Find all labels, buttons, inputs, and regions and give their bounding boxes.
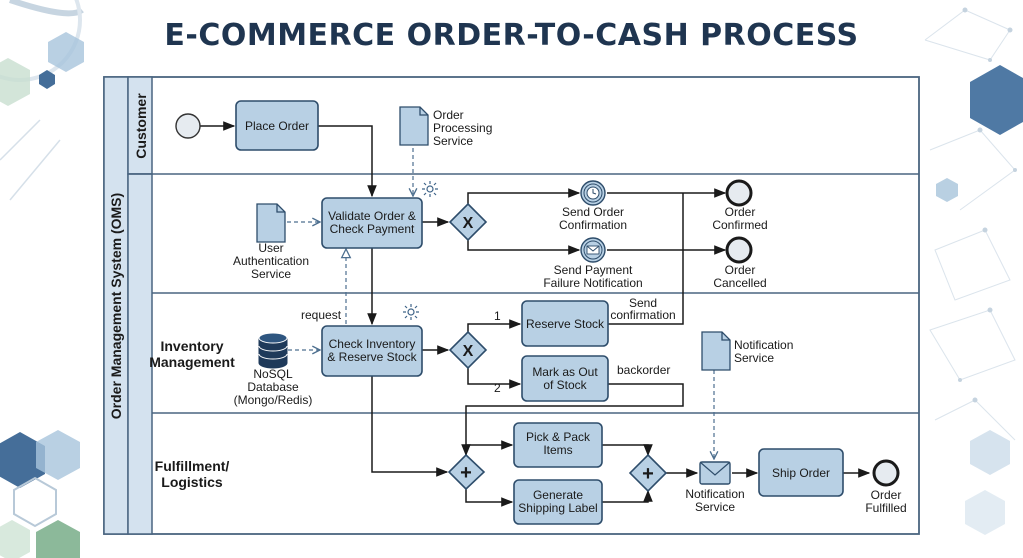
flow-reserve-to-confirmed — [608, 193, 684, 325]
exclusive-gateway-stock[interactable]: X — [448, 330, 488, 370]
gateways: X X + + — [447, 202, 668, 493]
exclusive-gateway-payment[interactable]: X — [448, 202, 488, 242]
flow-gateway-to-failure — [467, 240, 581, 255]
lane-label-fulfillment: Fulfillment/Logistics — [155, 458, 230, 490]
envelope-icon — [586, 245, 600, 255]
document-icon-user-auth — [256, 203, 286, 243]
flow-place-order-to-validate — [318, 125, 377, 198]
end-event-order-cancelled[interactable] — [725, 236, 753, 264]
database-icon — [258, 332, 288, 369]
gear-icon — [422, 181, 438, 197]
svg-text:Reserve Stock: Reserve Stock — [526, 317, 605, 331]
envelope-icon — [699, 461, 731, 485]
parallel-gateway-fork[interactable]: + — [447, 453, 486, 491]
message-event-notification[interactable] — [699, 461, 731, 485]
hexagon-decoration-top-left — [0, 0, 84, 201]
svg-text:X: X — [463, 343, 474, 360]
start-event[interactable] — [175, 113, 201, 139]
flow-pick-pack-to-join — [602, 444, 653, 457]
page-title: E-COMMERCE ORDER-TO-CASH PROCESS — [164, 18, 859, 53]
flow-gateway-to-out-of-stock — [467, 368, 522, 389]
lane-label-customer: Customer — [133, 93, 149, 159]
flow-gateway-to-confirmation — [467, 188, 581, 204]
flow-fork-to-label — [465, 489, 514, 507]
end-event-order-fulfilled[interactable] — [872, 459, 900, 487]
document-icon-notification — [701, 331, 731, 371]
task-reserve-stock[interactable]: Reserve Stock — [521, 300, 609, 347]
message-event-send-failure[interactable] — [580, 237, 606, 263]
gear-icon — [403, 304, 419, 320]
hexagon-decoration-bottom-left — [0, 430, 80, 558]
flow-label-branch-1: 1 — [494, 309, 501, 323]
associations — [287, 148, 714, 459]
task-check-inventory[interactable]: Check Inventory& Reserve Stock — [321, 325, 423, 377]
flow-label-branch-2: 2 — [494, 381, 501, 395]
svg-text:Place Order: Place Order — [245, 119, 309, 133]
timer-event-send-confirmation[interactable] — [580, 180, 606, 206]
document-icon-order-processing — [399, 106, 429, 146]
flow-fork-to-pick-pack — [465, 440, 514, 455]
pool: Order Management System (OMS) Customer I… — [103, 76, 920, 535]
hexagon-decoration-right — [924, 7, 1023, 535]
flow-label-backorder: backorder — [617, 363, 670, 377]
lane-header-customer — [127, 76, 153, 175]
sequence-flows — [200, 121, 871, 507]
end-event-order-confirmed[interactable] — [725, 179, 753, 207]
flow-gateway-to-reserve — [467, 319, 522, 332]
pool-label: Order Management System (OMS) — [108, 193, 124, 419]
task-validate-order[interactable]: Validate Order &Check Payment — [321, 197, 423, 249]
task-place-order[interactable]: Place Order — [235, 100, 319, 151]
flow-backorder-loop — [461, 383, 684, 457]
svg-text:+: + — [642, 463, 654, 485]
flow-label-request: request — [301, 308, 342, 322]
svg-text:Check Inventory& Reserve Stock: Check Inventory& Reserve Stock — [327, 337, 417, 364]
flow-label-to-join — [602, 489, 653, 503]
svg-text:Validate Order &Check Payment: Validate Order &Check Payment — [328, 209, 416, 236]
svg-text:Ship Order: Ship Order — [772, 466, 830, 480]
task-ship-order[interactable]: Ship Order — [758, 448, 844, 497]
svg-text:+: + — [460, 462, 472, 484]
pool-header — [103, 76, 129, 535]
lane-header-oms — [127, 173, 153, 535]
svg-text:X: X — [463, 215, 474, 232]
flow-check-inventory-to-fork — [371, 376, 449, 477]
tasks: Place Order Validate Order &Check Paymen… — [235, 100, 844, 525]
parallel-gateway-join[interactable]: + — [628, 453, 668, 493]
